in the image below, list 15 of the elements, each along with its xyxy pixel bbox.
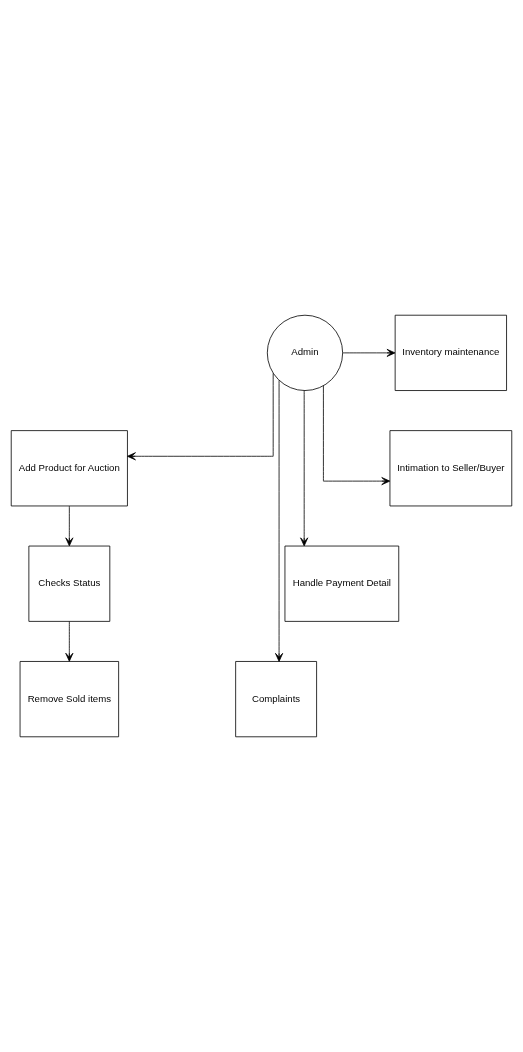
node-box: Inventory maintenance — [394, 314, 507, 391]
arrow — [65, 621, 74, 662]
arrow — [323, 385, 391, 486]
node-box: Handle Payment Detail — [284, 545, 400, 622]
arrow — [65, 505, 74, 547]
node-box: Intimation to Seller/Buyer — [389, 430, 513, 507]
node-circle: Admin — [266, 314, 344, 391]
arrow — [300, 390, 309, 547]
arrow — [342, 348, 396, 357]
node-box: Add Product for Auction — [10, 430, 128, 507]
node-box: Complaints — [235, 661, 317, 738]
node-box: Checks Status — [28, 545, 111, 622]
arrow — [127, 372, 274, 461]
node-box: Remove Sold items — [19, 661, 120, 738]
arrow — [275, 379, 284, 662]
